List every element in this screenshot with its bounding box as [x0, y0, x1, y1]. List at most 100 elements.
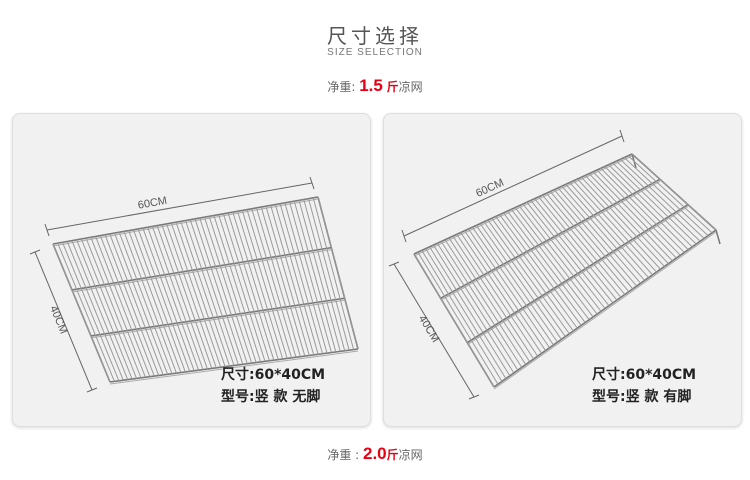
rack-wire	[545, 192, 630, 292]
rack-crossbar	[109, 350, 359, 385]
rack-wire	[151, 226, 204, 370]
rack-illustration-no-legs: 60CM 40CM	[29, 176, 359, 393]
rack-wire	[491, 217, 574, 332]
rack-wire	[471, 226, 554, 346]
rack-wire	[199, 217, 248, 364]
rack-wire	[475, 225, 558, 343]
width-dimension-line	[46, 182, 313, 231]
rack-wire	[80, 238, 138, 379]
rack-wire	[137, 228, 191, 372]
rack-wire	[317, 196, 359, 350]
rack-wire	[123, 231, 177, 374]
rack-wire	[569, 182, 653, 276]
rack-wire	[66, 241, 124, 381]
rack-wire	[246, 209, 293, 358]
rack-wire	[114, 232, 169, 375]
model-text: 型号:竖 款 无脚	[221, 389, 321, 405]
rack-wire	[499, 214, 582, 326]
net-weight-value: 2.0	[363, 444, 387, 463]
rack-wire	[71, 240, 129, 380]
rack-wire	[436, 243, 519, 371]
rack-wire	[421, 250, 503, 382]
size-text: 尺寸:60*40CM	[221, 367, 326, 383]
rack-wire	[542, 194, 626, 295]
rack-wire	[588, 173, 673, 262]
rack-wire	[487, 219, 570, 335]
net-weight-label: 净重 :	[327, 448, 360, 462]
product-spec: 尺寸:60*40CM 型号:竖 款 有脚	[592, 364, 696, 408]
model-text: 型号:竖 款 有脚	[592, 389, 692, 405]
rack-leg	[715, 229, 721, 245]
rack-wire	[166, 223, 217, 369]
rack-wire	[627, 155, 713, 234]
rack-wire	[170, 222, 222, 368]
height-dimension-line	[34, 251, 93, 391]
rack-wire	[289, 201, 332, 353]
rack-wire	[468, 228, 550, 349]
rack-wire	[616, 160, 701, 242]
rack-wire	[218, 214, 266, 362]
rack-wire	[608, 164, 693, 248]
rack-wire	[222, 213, 270, 361]
rack-wire	[549, 191, 634, 290]
rack-wire	[189, 219, 239, 366]
rack-wire	[104, 234, 160, 376]
rack-wire	[232, 211, 279, 360]
rack-wire	[293, 201, 337, 353]
rack-crossbar	[413, 155, 633, 257]
rack-wire	[57, 242, 115, 382]
rack-wire	[600, 167, 685, 253]
net-weight-suffix: 凉网	[398, 448, 423, 462]
rack-wire	[303, 199, 346, 351]
rack-wire	[298, 200, 341, 352]
rack-wire	[433, 244, 515, 374]
rack-wire	[425, 248, 507, 379]
rack-wire	[612, 162, 697, 245]
net-weight-unit: 斤	[386, 80, 399, 94]
rack-wire	[128, 230, 182, 373]
rack-crossbar	[493, 231, 717, 390]
section-title: 尺寸选择	[327, 24, 423, 48]
section-subtitle: SIZE SELECTION	[327, 47, 423, 58]
width-dimension-label: 60CM	[137, 195, 168, 212]
rack-wire	[581, 176, 665, 267]
rack-wire	[213, 215, 262, 363]
rack-wire	[565, 184, 649, 278]
net-weight-top: 净重: 1.5 斤凉网	[0, 76, 750, 96]
rack-wire	[483, 221, 566, 337]
rack-wire	[265, 206, 310, 356]
rack-wire	[538, 196, 622, 298]
rack-wire	[557, 187, 642, 284]
product-card-with-legs[interactable]: 60CM 40CM 尺寸:60*40CM 型号:竖 款 有脚	[383, 113, 742, 427]
rack-illustration-with-legs: 60CM 40CM	[388, 129, 721, 400]
rack-wire	[203, 216, 253, 364]
rack-wire	[194, 218, 244, 365]
rack-wire	[413, 253, 495, 388]
rack-wire	[142, 227, 195, 371]
net-weight-label: 净重:	[327, 80, 356, 94]
rack-wire	[132, 229, 186, 373]
rack-wire	[503, 212, 586, 323]
height-dimension-label: 40CM	[47, 304, 69, 336]
rack-wire	[479, 223, 562, 340]
product-card-no-legs[interactable]: 60CM 40CM 尺寸:60*40CM 型号:竖 款 无脚	[12, 113, 371, 427]
rack-wire	[592, 171, 677, 259]
rack-wire	[62, 242, 120, 382]
rack-wire	[553, 189, 638, 287]
rack-wire	[85, 237, 142, 379]
rack-wire	[76, 239, 133, 380]
rack-wire	[534, 198, 618, 301]
rack-wire	[440, 241, 523, 368]
rack-wire	[448, 237, 531, 363]
rack-wire	[95, 236, 151, 377]
rack-wire	[464, 230, 546, 351]
rack-crossbar	[71, 249, 332, 293]
rack-wire	[429, 246, 511, 377]
rack-wire	[256, 207, 301, 357]
rack-wire	[507, 210, 590, 321]
rack-wire	[312, 197, 355, 350]
rack-wire	[573, 180, 657, 273]
rack-wire	[99, 235, 155, 377]
rack-wire	[185, 220, 235, 366]
rack-wire	[208, 216, 257, 363]
